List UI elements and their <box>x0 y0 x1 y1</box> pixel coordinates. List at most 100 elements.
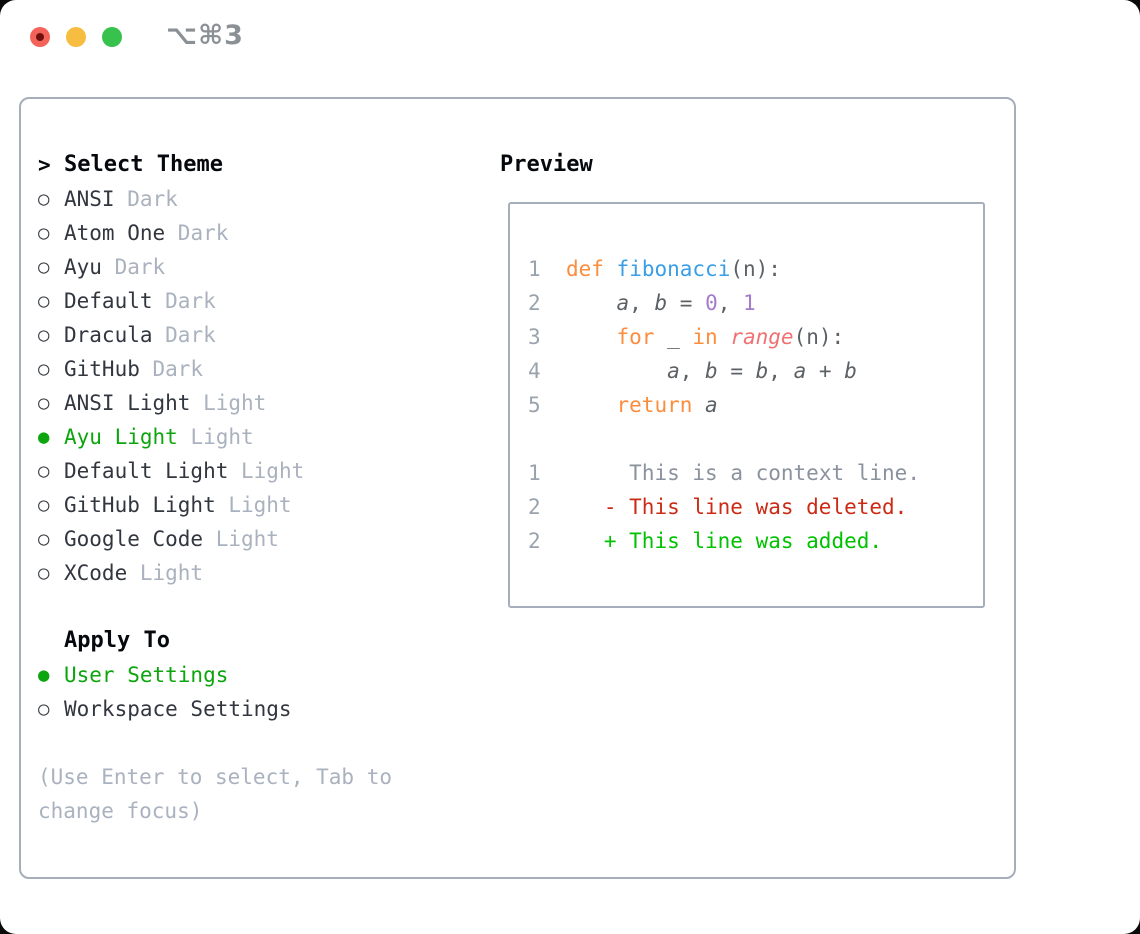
radio-icon: ○ <box>38 528 50 550</box>
line-number: 3 <box>528 325 541 349</box>
apply-option-label: Workspace Settings <box>64 697 292 721</box>
theme-option-xcode[interactable]: ○XCode Light <box>38 556 468 590</box>
diff-deleted-line: 2 - This line was deleted. <box>528 490 983 524</box>
token-pl: , <box>629 291 655 315</box>
radio-icon: ○ <box>38 290 50 312</box>
token-pl: + <box>806 359 845 383</box>
theme-name: Google Code <box>64 527 204 551</box>
theme-option-label: ANSI Light Light <box>64 386 266 420</box>
theme-option-github-light[interactable]: ○GitHub Light Light <box>38 488 468 522</box>
spacer <box>38 726 468 760</box>
token-pl <box>541 495 604 519</box>
token-va: b <box>705 359 718 383</box>
theme-option-default[interactable]: ○ Default Dark <box>38 284 468 318</box>
theme-name: Atom One <box>64 221 166 245</box>
token-de: - This line was deleted. <box>603 495 908 519</box>
token-pl <box>541 393 617 417</box>
token-pl: (n): <box>793 325 845 349</box>
line-number: 5 <box>528 393 541 417</box>
token-pl <box>541 291 617 315</box>
spacer <box>38 590 468 624</box>
code-line: 4 a, b = b, a + b <box>528 354 983 388</box>
apply-to-title: Apply To <box>64 628 170 653</box>
line-number: 1 <box>528 257 541 281</box>
token-va: b <box>844 359 857 383</box>
radio-icon: ○ <box>38 324 50 346</box>
theme-variant: Light <box>177 425 254 449</box>
theme-option-ansi-light[interactable]: ○ANSI Light Light <box>38 386 468 420</box>
token-va: b <box>755 359 769 383</box>
theme-option-google-code[interactable]: ○ Google Code Light <box>38 522 468 556</box>
token-va: a <box>667 359 680 383</box>
token-pl: (n): <box>730 257 781 281</box>
token-pl: = <box>717 359 756 383</box>
token-nu: 0 <box>705 291 718 315</box>
token-pl: , <box>679 359 706 383</box>
diff-context-line: 1 This is a context line. <box>528 456 983 490</box>
radio-icon: ● <box>38 664 50 686</box>
theme-option-label: Ayu Dark <box>64 250 165 284</box>
theme-variant: Dark <box>101 255 166 279</box>
token-ad: + This line was added. <box>603 529 883 553</box>
radio-icon: ● <box>38 426 50 448</box>
theme-option-label: Default Light Light <box>64 454 304 488</box>
theme-option-ayu[interactable]: ○ Ayu Dark <box>38 250 468 284</box>
token-nu: 1 <box>743 291 756 315</box>
theme-list-header: > Select Theme <box>38 148 468 182</box>
theme-variant: Dark <box>152 289 216 313</box>
hint-text: (Use Enter to select, Tab to <box>38 765 393 789</box>
theme-name: ANSI Light <box>64 391 191 415</box>
radio-icon: ○ <box>38 460 50 482</box>
token-kw: return <box>616 393 693 417</box>
preview-title: Preview <box>500 152 593 177</box>
theme-name: Ayu Light <box>64 425 178 449</box>
token-pl <box>541 257 566 281</box>
code-line: 5 return a <box>528 388 983 422</box>
apply-option-workspace-settings[interactable]: ○Workspace Settings <box>38 692 468 726</box>
blank-line <box>528 422 983 456</box>
minimize-button[interactable] <box>66 27 86 47</box>
theme-variant: Dark <box>114 187 178 211</box>
theme-name: XCode <box>64 561 128 585</box>
token-pl <box>541 359 667 383</box>
theme-name: Ayu <box>64 255 102 279</box>
theme-option-dracula[interactable]: ○Dracula Dark <box>38 318 468 352</box>
hint-line-2: change focus) <box>38 794 468 828</box>
token-pl <box>541 325 617 349</box>
theme-variant: Dark <box>165 221 229 245</box>
theme-option-default-light[interactable]: ○ Default Light Light <box>38 454 468 488</box>
theme-option-label: XCode Light <box>64 556 203 590</box>
hint-line-1: (Use Enter to select, Tab to <box>38 760 468 794</box>
radio-icon: ○ <box>38 358 50 380</box>
theme-variant: Light <box>228 459 305 483</box>
theme-variant: Dark <box>152 323 216 347</box>
theme-option-label: GitHub Dark <box>64 352 203 386</box>
theme-option-ayu-light[interactable]: ● Ayu Light Light <box>38 420 468 454</box>
radio-icon: ○ <box>38 256 50 278</box>
theme-option-ansi[interactable]: ○ ANSI Dark <box>38 182 468 216</box>
titlebar: ⌥⌘3 <box>0 0 1140 75</box>
prompt-icon: > <box>38 153 51 177</box>
hint-text: change focus) <box>38 799 203 823</box>
theme-option-github[interactable]: ○ GitHub Dark <box>38 352 468 386</box>
token-pl: _ <box>654 325 693 349</box>
apply-option-user-settings[interactable]: ●User Settings <box>38 658 468 692</box>
theme-name: Default <box>64 289 153 313</box>
theme-option-atom-one[interactable]: ○Atom One Dark <box>38 216 468 250</box>
theme-option-label: Default Dark <box>64 284 216 318</box>
theme-variant: Light <box>215 493 292 517</box>
close-button[interactable] <box>30 27 50 47</box>
theme-option-label: Ayu Light Light <box>64 420 254 454</box>
token-kw: for <box>616 325 655 349</box>
theme-option-label: ANSI Dark <box>64 182 178 216</box>
token-pl: = <box>667 291 706 315</box>
theme-name: GitHub Light <box>64 493 216 517</box>
theme-option-label: Google Code Light <box>64 522 279 556</box>
line-number: 1 <box>528 461 541 485</box>
radio-icon: ○ <box>38 188 50 210</box>
theme-variant: Light <box>127 561 204 585</box>
maximize-button[interactable] <box>102 27 122 47</box>
theme-name: ANSI <box>64 187 115 211</box>
theme-list-title: Select Theme <box>64 152 223 177</box>
